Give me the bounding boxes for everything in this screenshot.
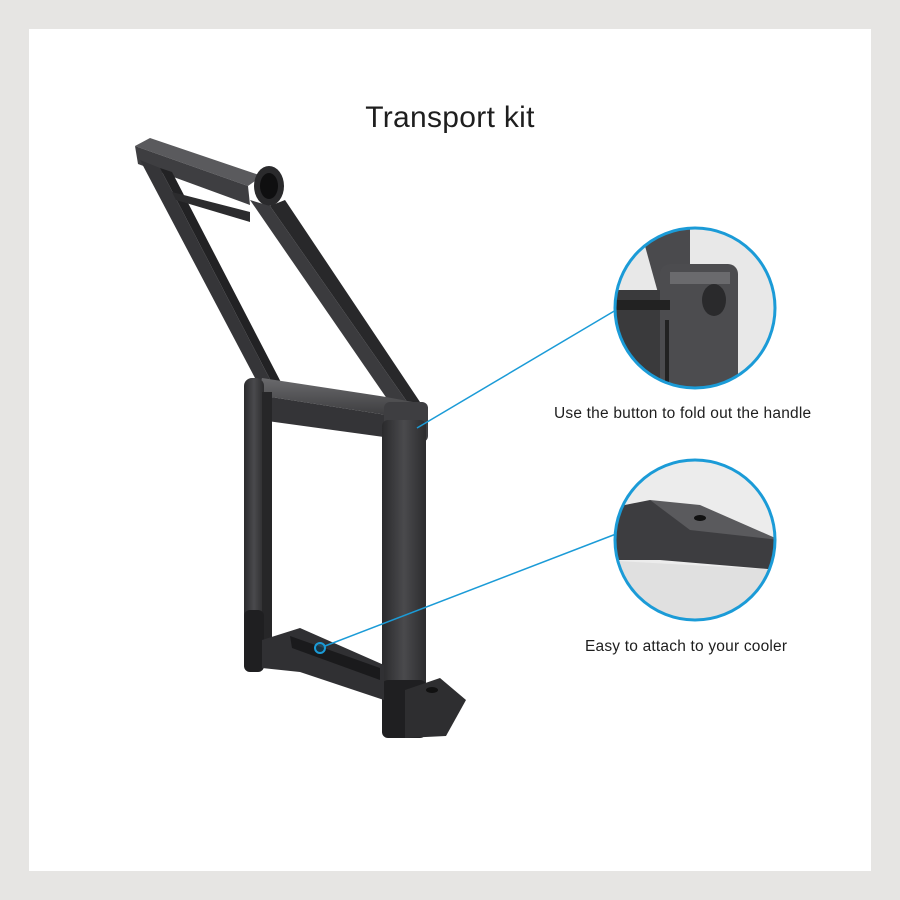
callout-line-button [416,309,617,429]
handle-frame [135,138,420,406]
base-attachment-detail-icon [613,458,777,622]
callout-caption-button: Use the button to fold out the handle [554,405,812,422]
handle-button-detail-icon [613,226,777,390]
lower-frame [244,378,466,738]
callout-line-attach [324,533,617,647]
callout-caption-attach: Easy to attach to your cooler [585,638,788,655]
page-title: Transport kit [365,101,535,134]
